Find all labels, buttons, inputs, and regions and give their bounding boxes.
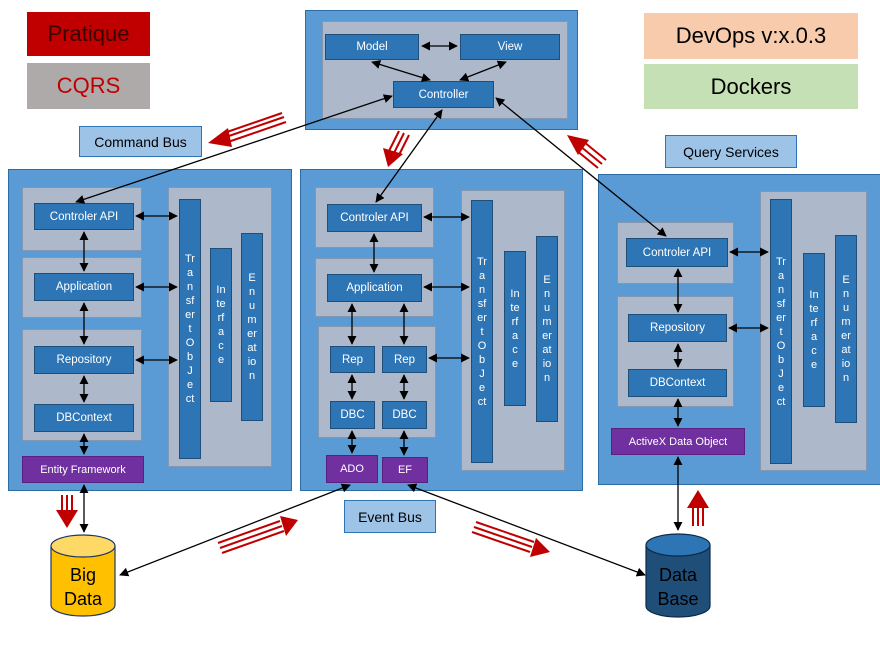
command-interface: Interface — [210, 248, 232, 402]
command-transfer-object: TransfertObJect — [179, 199, 201, 459]
database-label-line2: Base — [657, 589, 699, 609]
bigdata-label-line2: Data — [63, 589, 103, 609]
query-enumeration: Enumeration — [835, 235, 857, 423]
red-arrow-command — [208, 112, 287, 147]
controller-event-api-link — [375, 109, 443, 203]
controller-command-api-link — [75, 94, 393, 204]
model-controller-link — [371, 60, 431, 82]
event-enumeration: Enumeration — [536, 236, 558, 422]
query-repository: Repository — [628, 314, 727, 342]
event-ado: ADO — [326, 455, 378, 483]
red-arrows — [56, 112, 709, 557]
red-arrow-database-up — [687, 490, 709, 526]
event-application: Application — [327, 274, 422, 302]
red-arrow-to-database — [471, 521, 550, 557]
command-enumeration: Enumeration — [241, 233, 263, 421]
ef-database-link — [407, 483, 646, 577]
command-repository: Repository — [34, 346, 134, 374]
event-rep-1: Rep — [330, 346, 375, 373]
event-dbc-2: DBC — [382, 401, 427, 429]
red-arrow-bigdata-down — [56, 495, 78, 528]
red-arrow-query — [567, 135, 607, 169]
command-entity-framework: Entity Framework — [22, 456, 144, 483]
event-interface: Interface — [504, 251, 526, 406]
devops-tag: DevOps v:x.0.3 — [644, 13, 858, 59]
view-controller-link — [459, 60, 507, 82]
command-application: Application — [34, 273, 134, 301]
bigdata-label: Big Data — [51, 563, 115, 611]
view-block: View — [460, 34, 560, 60]
event-transfer-object: TransfertObJect — [471, 200, 493, 463]
controller-block: Controller — [393, 81, 494, 108]
bigdata-label-line1: Big — [69, 565, 96, 585]
pratique-tag: Pratique — [27, 12, 150, 56]
controller-query-api-link — [495, 97, 667, 237]
query-controller-api: Controler API — [626, 238, 728, 267]
query-transfer-object: TransfertObJect — [770, 199, 792, 464]
query-interface: Interface — [803, 253, 825, 407]
query-services-label: Query Services — [665, 135, 797, 168]
database-cylinder — [645, 533, 711, 618]
red-arrow-to-eventbus — [217, 516, 298, 554]
query-activex-data-object: ActiveX Data Object — [611, 428, 745, 455]
event-rep-2: Rep — [382, 346, 427, 373]
red-arrow-event-down — [383, 130, 410, 167]
event-ef: EF — [382, 457, 428, 483]
model-block: Model — [325, 34, 419, 60]
bigdata-cylinder — [50, 534, 116, 617]
event-dbc-1: DBC — [330, 401, 375, 429]
ado-bigdata-link — [119, 483, 351, 577]
dockers-tag: Dockers — [644, 64, 858, 109]
query-dbcontext: DBContext — [628, 369, 727, 397]
database-label: Data Base — [646, 563, 710, 611]
database-label-line1: Data — [658, 565, 698, 585]
event-controller-api: Controler API — [327, 204, 422, 232]
command-dbcontext: DBContext — [34, 404, 134, 432]
